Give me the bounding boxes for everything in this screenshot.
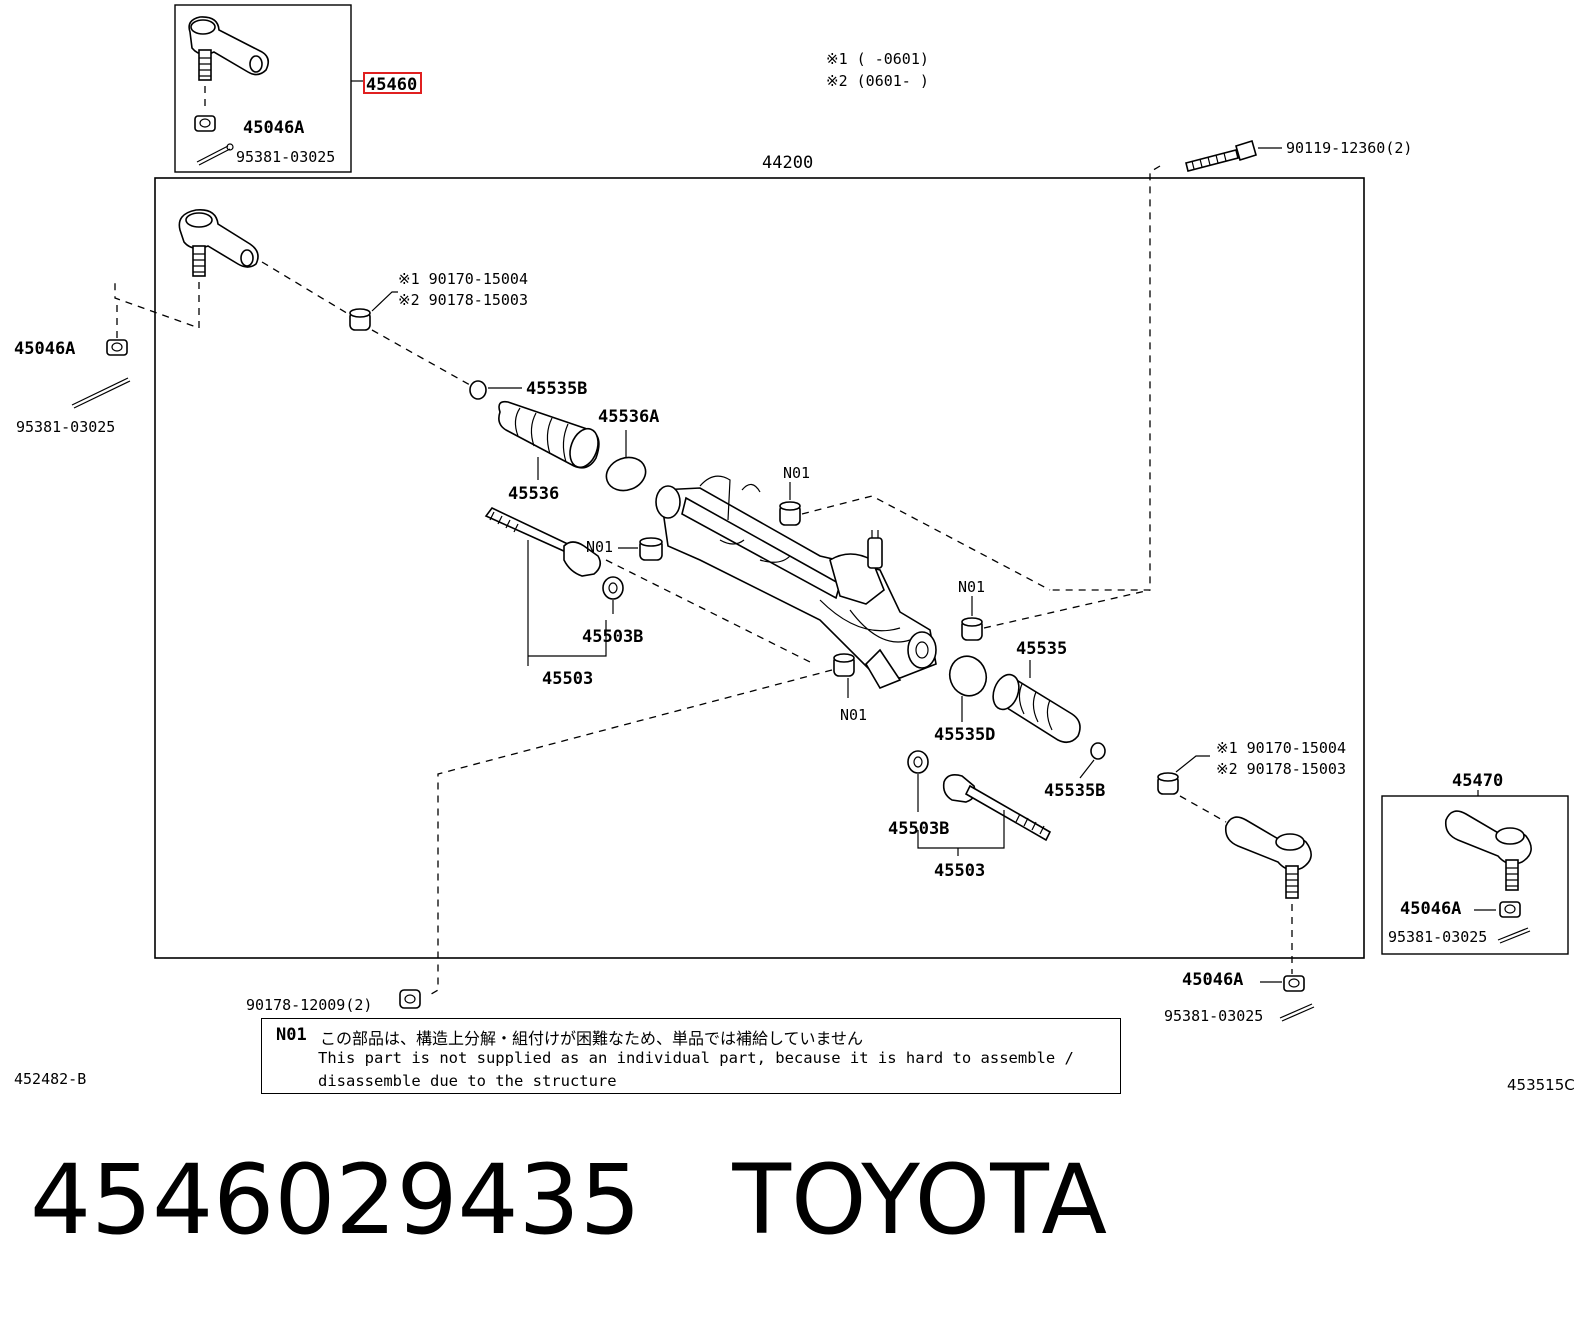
cotter-pin-inset-right-icon — [1497, 927, 1531, 944]
label-45046a-inset: 45046A — [243, 118, 304, 138]
bolt-bottom-icon — [399, 989, 421, 1009]
label-45536a: 45536A — [598, 407, 659, 427]
boot-left-icon — [498, 400, 600, 469]
label-n01-d: N01 — [840, 706, 867, 724]
mount-n01-a-icon — [779, 501, 801, 526]
label-45536: 45536 — [508, 484, 559, 504]
label-45046a-right: 45046A — [1182, 970, 1243, 990]
note-tag: N01 — [276, 1025, 307, 1045]
nut-left-icon — [106, 339, 128, 356]
band-45536a-icon — [605, 456, 647, 492]
boot-right-icon — [992, 673, 1081, 744]
label-bush-v1-left: ※1 90170-15004 — [398, 270, 528, 288]
label-90119-12360: 90119-12360(2) — [1286, 139, 1412, 157]
nut-inset-right-icon — [1499, 901, 1521, 918]
label-45460: 45460 — [366, 75, 417, 95]
label-bush-v1-right: ※1 90170-15004 — [1216, 739, 1346, 757]
label-45503-left: 45503 — [542, 669, 593, 689]
label-95381-inset: 95381-03025 — [236, 148, 335, 166]
label-bush-v2-right: ※2 90178-15003 — [1216, 760, 1346, 778]
mount-n01-b-icon — [639, 537, 663, 561]
assembly-frame-44200 — [154, 177, 1365, 959]
label-45503b-right: 45503B — [888, 819, 949, 839]
cotter-pin-left-icon — [71, 377, 131, 409]
label-n01-c: N01 — [958, 578, 985, 596]
label-45535: 45535 — [1016, 639, 1067, 659]
label-45535b-left: 45535B — [526, 379, 587, 399]
label-45503b-left: 45503B — [582, 627, 643, 647]
label-45503-right: 45503 — [934, 861, 985, 881]
inset-box-45460 — [174, 4, 352, 173]
label-95381-right: 95381-03025 — [1164, 1007, 1263, 1025]
cotter-pin-icon — [196, 143, 234, 166]
bushing-right-icon — [1157, 772, 1179, 795]
label-90178-12009: 90178-12009(2) — [246, 996, 372, 1014]
washer-45503b-left-icon — [602, 576, 624, 600]
label-45470: 45470 — [1452, 771, 1503, 791]
label-bush-v2-left: ※2 90178-15003 — [398, 291, 528, 309]
variant-legend-1: ※1 ( -0601) — [826, 50, 929, 68]
inset-box-45470 — [1381, 795, 1569, 955]
part-number-caption: 4546029435 TOYOTA — [30, 1144, 1108, 1256]
label-45535b-right: 45535B — [1044, 781, 1105, 801]
label-n01-b: N01 — [586, 538, 613, 556]
washer-45503b-right-icon — [907, 750, 929, 774]
note-english: This part is not supplied as an individu… — [318, 1049, 1074, 1090]
label-44200: 44200 — [762, 153, 813, 173]
inner-rod-left-icon — [484, 506, 602, 577]
label-n01-a: N01 — [783, 464, 810, 482]
note-box: N01 この部品は、構造上分解・組付けが困難なため、単品では補給していません T… — [261, 1018, 1121, 1094]
tie-rod-end-right-icon — [1224, 816, 1312, 899]
steering-rack-housing-icon — [655, 475, 937, 689]
bolt-icon — [1185, 139, 1257, 172]
mount-n01-c-icon — [961, 617, 983, 641]
note-japanese: この部品は、構造上分解・組付けが困難なため、単品では補給していません — [320, 1029, 864, 1048]
label-95381-inset-right: 95381-03025 — [1388, 928, 1487, 946]
band-45535d-icon — [948, 655, 988, 697]
label-95381-left: 95381-03025 — [16, 418, 115, 436]
bushing-left-icon — [349, 308, 371, 331]
label-45046a-inset-right: 45046A — [1400, 899, 1461, 919]
clamp-45535b-left-icon — [469, 380, 487, 400]
nut-right-icon — [1283, 975, 1305, 992]
highlight-45460 — [363, 72, 422, 94]
inner-rod-right-icon — [942, 774, 1052, 842]
tie-rod-end-45470-icon — [1444, 810, 1532, 891]
variant-legend-2: ※2 (0601- ) — [826, 72, 929, 90]
nut-icon — [194, 115, 216, 132]
clamp-45535b-right-icon — [1090, 742, 1106, 760]
diagram-code-left: 452482-B — [14, 1070, 87, 1088]
label-45535d: 45535D — [934, 725, 995, 745]
mount-n01-d-icon — [833, 653, 855, 677]
label-45046a-left: 45046A — [14, 339, 75, 359]
diagram-code-right: 453515C — [1507, 1076, 1575, 1094]
tie-rod-end-icon — [188, 16, 270, 81]
tie-rod-end-left-icon — [178, 208, 259, 277]
cotter-pin-right-icon — [1279, 1003, 1315, 1022]
